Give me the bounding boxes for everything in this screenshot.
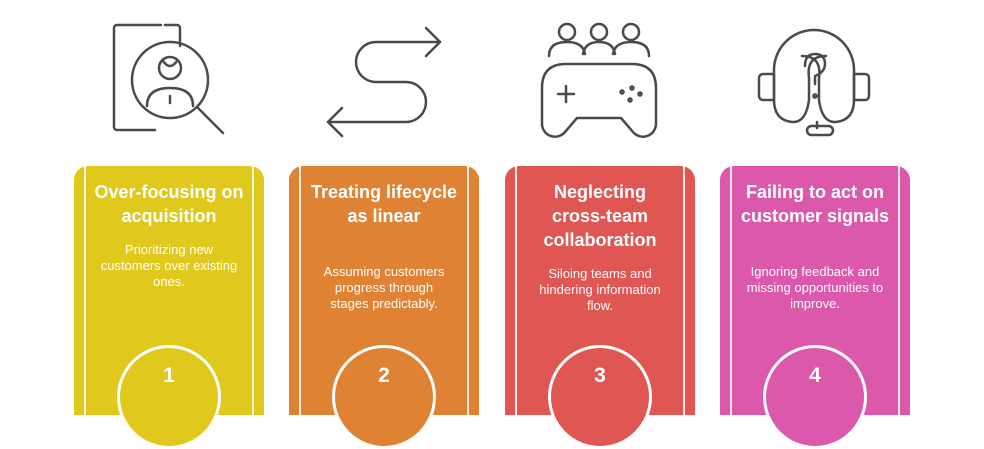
- step-number: 4: [809, 364, 821, 387]
- step-number: 3: [594, 364, 606, 387]
- step-number: 1: [163, 364, 175, 387]
- step-card-1: Over-focusing on acquisition Prioritizin…: [74, 166, 264, 449]
- step-title: Over-focusing on acquisition: [94, 182, 244, 226]
- step-number-badge: 4: [763, 345, 867, 449]
- step-card-2: Treating lifecycle as linear Assuming cu…: [289, 166, 479, 449]
- step-number-badge: 1: [117, 345, 221, 449]
- team-gamepad-icon: [534, 18, 664, 144]
- step-title: Neglecting cross-team collaboration: [543, 182, 657, 250]
- question-headset-icon: [749, 18, 879, 144]
- step-description: Siloing teams and hindering information …: [539, 266, 661, 313]
- step-number-badge: 2: [332, 345, 436, 449]
- step-title: Failing to act on customer signals: [740, 182, 890, 226]
- step-title: Treating lifecycle as linear: [310, 182, 458, 226]
- step-card-3: Neglecting cross-team collaboration Silo…: [505, 166, 695, 449]
- step-number: 2: [378, 364, 390, 387]
- step-number-badge: 3: [548, 345, 652, 449]
- step-description: Prioritizing new customers over existing…: [100, 242, 238, 289]
- step-description: Assuming customers progress through stag…: [323, 264, 445, 311]
- step-description: Ignoring feedback and missing opportunit…: [746, 264, 884, 311]
- step-card-4: Failing to act on customer signals Ignor…: [720, 166, 910, 449]
- magnifier-user-icon: [103, 18, 233, 144]
- s-path-arrows-icon: [318, 18, 448, 144]
